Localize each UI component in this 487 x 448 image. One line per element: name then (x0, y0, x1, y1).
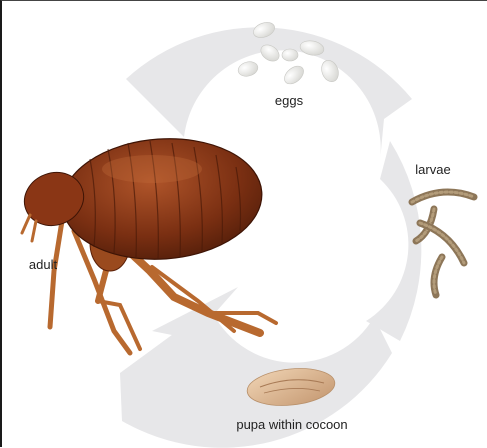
label-adult: adult (29, 257, 58, 272)
adult-flea-illustration (17, 132, 276, 353)
label-pupa: pupa within cocoon (236, 417, 347, 432)
label-eggs: eggs (275, 93, 304, 108)
larvae-illustration (412, 192, 474, 295)
label-larvae: larvae (415, 162, 450, 177)
